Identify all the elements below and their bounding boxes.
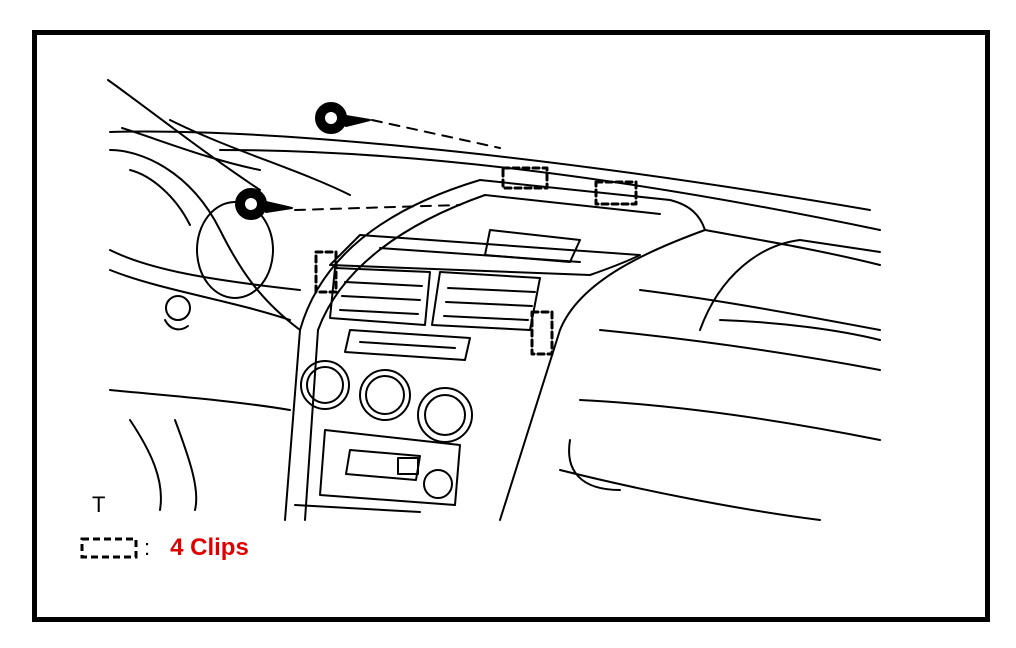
display-screen (329, 234, 641, 276)
marker-label: T (92, 492, 106, 517)
glovebox-lid (699, 239, 881, 331)
right-vent-slat (445, 301, 533, 307)
screw-guide-line (371, 119, 501, 149)
right-vent-slat (447, 287, 536, 293)
clip-marker-icon (594, 180, 638, 206)
clip-marker-icon (530, 310, 554, 356)
screw-guide-line (294, 204, 461, 211)
climate-knob (417, 387, 473, 443)
a-pillar-line (107, 79, 261, 191)
center-panel-left (284, 329, 301, 521)
diagram-frame (32, 30, 990, 622)
stalk-line (164, 319, 189, 331)
lower-console-knob (423, 469, 453, 499)
lower-console (319, 429, 461, 506)
passenger-floor (559, 469, 821, 521)
lower-console-display (345, 449, 421, 481)
glovebox-line (719, 319, 881, 341)
climate-knob-inner (365, 375, 405, 415)
steering-column-2 (174, 419, 198, 511)
clip-marker-icon (314, 250, 338, 294)
legend-separator: : (144, 535, 151, 560)
steering-stalk (165, 295, 191, 321)
right-vent-slat (443, 315, 529, 321)
left-vent-slat (341, 295, 421, 301)
radio-slot-line (359, 341, 456, 349)
right-vent (431, 271, 541, 331)
left-vent (329, 267, 431, 326)
passenger-dash-2 (639, 289, 881, 331)
climate-knob (300, 360, 350, 410)
center-panel-outline (299, 179, 706, 521)
dashboard-top-edge-2 (219, 149, 881, 231)
legend: : 4 Clips (80, 534, 249, 562)
climate-knob-inner (306, 366, 344, 404)
gauge-outline (196, 201, 274, 299)
climate-knob (359, 369, 411, 421)
clip-marker-icon (501, 166, 549, 190)
climate-knob-inner (424, 394, 466, 436)
passenger-dash (704, 229, 881, 266)
cluster-lower (109, 249, 301, 291)
steering-column (129, 419, 162, 511)
dashboard-top-edge (109, 130, 871, 211)
cluster-hood (109, 149, 301, 331)
passenger-knee (568, 439, 621, 491)
passenger-dash-4 (579, 399, 881, 441)
passenger-dash-3 (599, 329, 881, 371)
center-panel-inner (317, 194, 661, 331)
a-pillar-line-3 (169, 119, 351, 196)
legend-text: 4 Clips (170, 534, 249, 561)
display-grill (484, 229, 581, 263)
lower-console-button (397, 457, 419, 475)
cluster-hood-inner (129, 169, 191, 226)
radio-slot (344, 329, 471, 361)
left-vent-slat (344, 281, 423, 287)
center-panel-left-2 (304, 329, 319, 521)
cluster-lower-2 (109, 269, 291, 321)
left-vent-slat (339, 309, 419, 315)
screw-icon (235, 188, 293, 220)
screw-icon (315, 102, 371, 134)
lower-console-base (294, 504, 421, 513)
clip-marker-icon (80, 537, 138, 559)
lower-dash-left (109, 389, 291, 411)
